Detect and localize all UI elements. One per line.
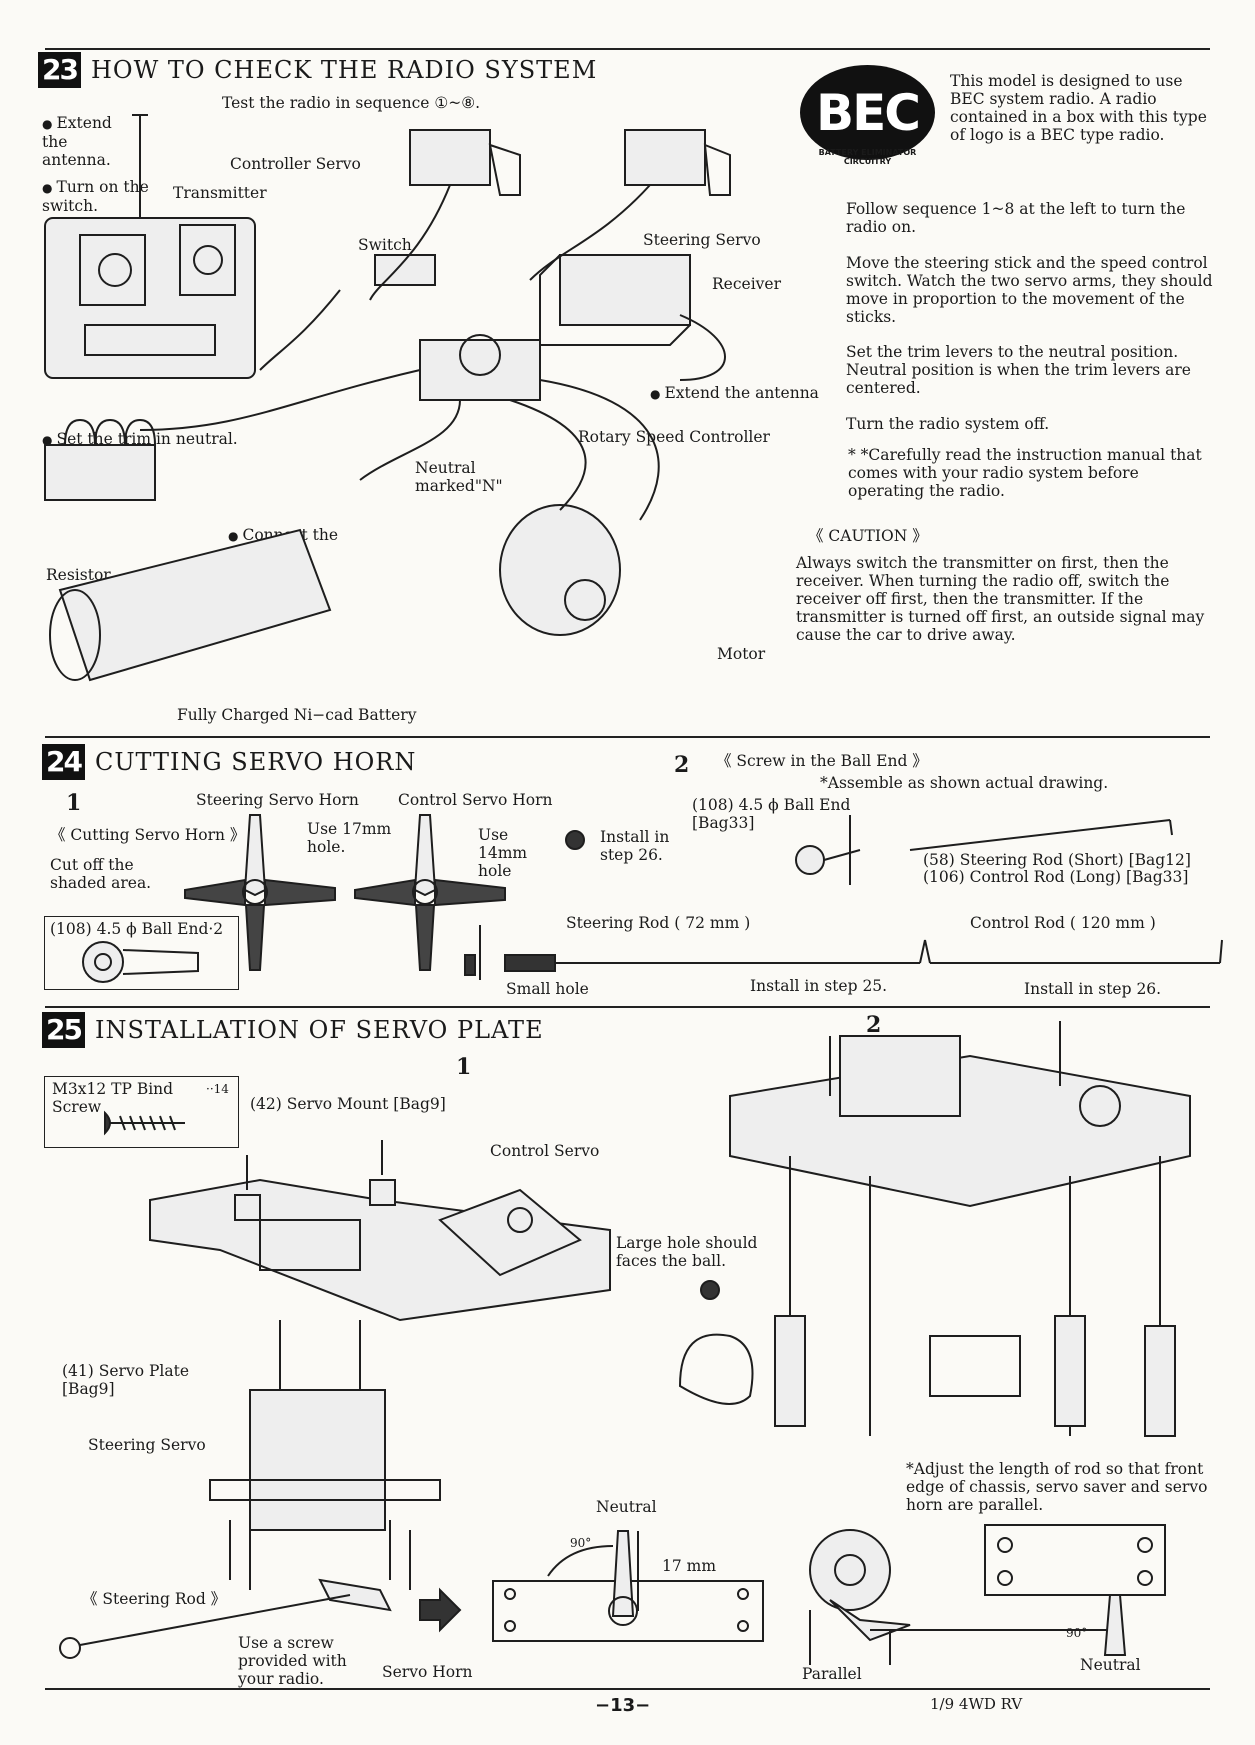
neutral-horn-diagram	[492, 1530, 764, 1642]
parallel-label: Parallel	[802, 1665, 862, 1683]
use-17mm-hole-text: Use 17mm hole.	[307, 820, 392, 856]
use-screw-note: Use a screw provided with your radio.	[238, 1634, 347, 1688]
control-servo-label-25: Control Servo	[490, 1142, 600, 1160]
section-25-step-2: 2	[866, 1012, 882, 1038]
screw-parts-qty: ··14	[206, 1082, 229, 1096]
resistor-label: Resistor	[46, 566, 111, 584]
radio-system-illustration	[44, 114, 731, 682]
steering-rod-label-25: 《 Steering Rod 》	[82, 1590, 227, 1608]
cutting-servo-horn-label: 《 Cutting Servo Horn 》	[50, 826, 246, 844]
section-24-heading: 24 CUTTING SERVO HORN	[42, 744, 416, 780]
parallel-adjustment-diagram	[809, 1524, 1166, 1665]
install-step-25-label: Install in step 25.	[750, 977, 888, 995]
steering-rod-short-label: (58) Steering Rod (Short) [Bag12]	[923, 851, 1191, 869]
section-25-title: INSTALLATION OF SERVO PLATE	[94, 1016, 544, 1044]
neutral-2-label: Neutral	[1080, 1656, 1141, 1674]
chassis-assembly-illustration	[678, 1021, 1191, 1437]
instruction-p2: Move the steering stick and the speed co…	[846, 254, 1213, 326]
servo-horn-label-25: Servo Horn	[382, 1663, 473, 1681]
instruction-p4: Turn the radio system off.	[846, 415, 1050, 433]
install-step-26-a: Install in step 26.	[600, 828, 670, 864]
section-24-title: CUTTING SERVO HORN	[94, 748, 417, 776]
large-hole-note: Large hole should faces the ball.	[616, 1234, 758, 1270]
servo-mount-label: (42) Servo Mount [Bag9]	[250, 1095, 446, 1113]
section-24-number: 24	[42, 744, 85, 780]
servo-horn-cutting-illustration	[184, 814, 585, 971]
screw-icon	[104, 1110, 185, 1136]
screw-parts-box	[44, 1076, 239, 1148]
ball-end-bag-label: (108) 4.5 ϕ Ball End [Bag33]	[692, 796, 851, 832]
servo-plate-assembly-illustration	[59, 1140, 720, 1659]
ninety-degree-label: 90°	[570, 1536, 592, 1550]
turn-on-switch-label: Turn on the switch.	[42, 178, 152, 215]
rod-length-illustration	[464, 925, 1223, 980]
receiver-label: Receiver	[712, 275, 781, 293]
section-23-heading: 23 HOW TO CHECK THE RADIO SYSTEM	[38, 52, 597, 88]
ball-end-rod-illustration	[795, 815, 1173, 885]
section-25-top-rule	[45, 1006, 1210, 1008]
model-name: 1/9 4WD RV	[930, 1695, 1023, 1713]
adjust-rod-note: *Adjust the length of rod so that front …	[906, 1460, 1208, 1514]
steering-servo-label: Steering Servo	[643, 231, 761, 249]
servo-plate-label: (41) Servo Plate [Bag9]	[62, 1362, 189, 1398]
set-trim-label: Set the trim in neutral.	[42, 430, 237, 449]
section-24-step-2: 2	[674, 752, 690, 778]
caution-title: 《 CAUTION 》	[808, 527, 928, 545]
screw-parts-label: M3x12 TP Bind Screw	[52, 1080, 174, 1116]
instruction-p1: Follow sequence 1~8 at the left to turn …	[846, 200, 1186, 236]
install-step-26-b-label: Install in step 26.	[1024, 980, 1162, 998]
ball-end-icon	[82, 941, 199, 983]
motor-label: Motor	[717, 645, 766, 663]
transmitter-label: Transmitter	[173, 184, 267, 202]
extend-antenna-label: Extend the antenna.	[42, 114, 137, 169]
footer-rule	[45, 1688, 1210, 1690]
section-25-heading: 25 INSTALLATION OF SERVO PLATE	[42, 1012, 544, 1048]
screw-ball-end-label: 《 Screw in the Ball End 》	[716, 752, 928, 770]
section-25-number: 25	[42, 1012, 85, 1048]
section-23-top-rule	[45, 48, 1210, 50]
neutral-marked-label: Neutral marked"N"	[415, 459, 503, 495]
extend-antenna-2-label: Extend the antenna	[650, 384, 818, 403]
bec-ring-text: BATTERY ELIMINATOR CIRCUITRY	[818, 148, 917, 166]
seventeen-mm-label: 17 mm	[662, 1557, 717, 1575]
section-25-step-1: 1	[456, 1054, 472, 1080]
section-24-step-1: 1	[66, 790, 82, 816]
control-rod-long-label: (106) Control Rod (Long) [Bag33]	[923, 868, 1189, 886]
ball-end-parts-box	[44, 916, 239, 990]
controller-servo-label: Controller Servo	[230, 155, 361, 173]
test-sequence-text: Test the radio in sequence ①~⑧.	[222, 94, 481, 112]
caution-text: Always switch the transmitter on first, …	[796, 554, 1205, 644]
small-hole-label: Small hole	[506, 980, 589, 998]
section-23-title: HOW TO CHECK THE RADIO SYSTEM	[90, 56, 598, 84]
assemble-note: *Assemble as shown actual drawing.	[820, 774, 1109, 792]
page-number: −13−	[595, 1695, 651, 1716]
instruction-p5: * *Carefully read the instruction manual…	[848, 446, 1202, 500]
switch-label: Switch	[358, 236, 412, 254]
control-servo-horn-label: Control Servo Horn	[398, 791, 553, 809]
rotary-speed-controller-label: Rotary Speed Controller	[578, 428, 770, 446]
cut-off-shaded-text: Cut off the shaded area.	[50, 856, 152, 892]
bec-logo: BEC	[800, 65, 935, 160]
ball-end-parts-label: (108) 4.5 ϕ Ball End·2	[50, 920, 224, 938]
section-24-top-rule	[45, 736, 1210, 738]
steering-servo-label-25: Steering Servo	[88, 1436, 206, 1454]
use-14mm-hole-text: Use 14mm hole	[478, 826, 528, 880]
bec-description: This model is designed to use BEC system…	[950, 72, 1207, 144]
steering-rod-72-label: Steering Rod ( 72 mm )	[566, 914, 751, 932]
neutral-label: Neutral	[596, 1498, 657, 1516]
section-23-number: 23	[38, 52, 81, 88]
steering-servo-horn-label: Steering Servo Horn	[196, 791, 359, 809]
control-rod-120-label: Control Rod ( 120 mm )	[970, 914, 1156, 932]
battery-label: Fully Charged Ni−cad Battery	[177, 706, 417, 724]
instruction-p3: Set the trim levers to the neutral posit…	[846, 343, 1191, 397]
